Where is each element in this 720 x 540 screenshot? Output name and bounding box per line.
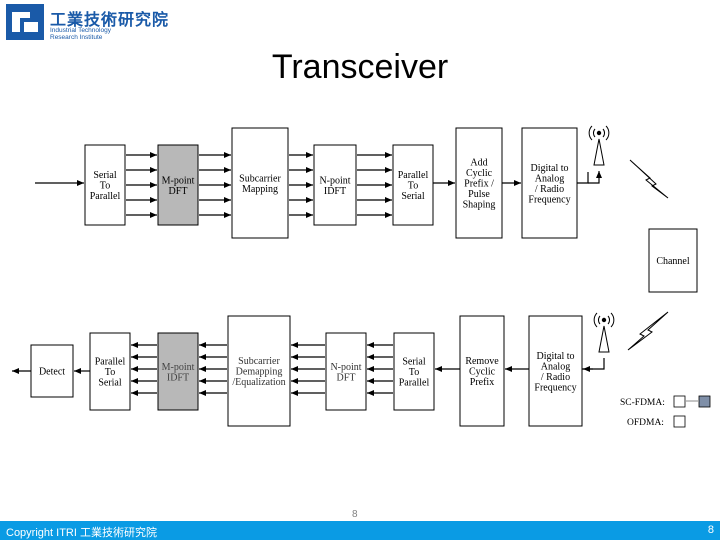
tx-lightning-icon <box>629 159 669 199</box>
rx-antenna-icon <box>593 312 615 353</box>
block-label-line: DFT <box>169 186 188 197</box>
block-label-line: Frequency <box>534 382 576 393</box>
block-label-line: N-point <box>319 175 350 186</box>
page-number: 8 <box>352 509 358 520</box>
block-label-line: Channel <box>656 256 690 267</box>
block-label-line: Digital to <box>530 163 568 174</box>
logo-chinese-name: 工業技術研究院 <box>50 10 170 29</box>
block-label-line: Serial <box>93 170 117 181</box>
signal-line <box>582 358 605 370</box>
block-label-line: IDFT <box>324 186 346 197</box>
legend-layer: SC-FDMA: OFDMA: <box>620 395 711 428</box>
signal-line <box>577 172 589 184</box>
block-label-line: Parallel <box>398 170 429 181</box>
block-label-line: Serial <box>401 191 425 202</box>
antennas-layer <box>588 125 669 353</box>
block-label-line: Cyclic <box>466 168 493 179</box>
block-label-line: Detect <box>39 367 65 378</box>
block-label-line: DFT <box>337 372 356 383</box>
footer-bar: Copyright ITRI 工業技術研究院 8 <box>0 521 720 540</box>
block-label-line: Parallel <box>95 357 126 368</box>
slide-title: Transceiver <box>271 48 449 86</box>
block-label-line: Serial <box>402 357 426 368</box>
legend-empty-box <box>673 415 686 428</box>
block-label-line: M-point <box>162 175 195 186</box>
block-label-line: Remove <box>465 356 499 367</box>
block-label-line: Shaping <box>463 200 496 211</box>
logo-english-line1: Industrial Technology <box>50 27 111 34</box>
block-label-line: Subcarrier <box>239 173 281 184</box>
block-label-line: To <box>100 181 110 192</box>
itri-logo-icon <box>6 4 44 40</box>
block-channel: Channel <box>648 228 698 293</box>
tx-antenna-icon <box>588 125 610 166</box>
legend-ofdma-label: OFDMA: <box>627 418 664 428</box>
block-rx-detect: Detect <box>30 344 74 398</box>
legend-filled-box <box>698 395 711 408</box>
block-label-line: Parallel <box>399 378 430 389</box>
legend-empty-box <box>673 395 686 408</box>
block-label-line: Pulse <box>468 189 490 200</box>
block-label-line: To <box>105 367 115 378</box>
block-label-line: Demapping <box>236 367 283 378</box>
block-label-line: / Radio <box>535 184 564 195</box>
block-label-line: N-point <box>330 362 361 373</box>
logo-english-line2: Research Institute <box>50 34 103 41</box>
block-label-line: Analog <box>535 173 564 184</box>
arrows-layer <box>12 152 605 396</box>
block-label-line: Digital to <box>536 351 574 362</box>
legend-scfdma-label: SC-FDMA: <box>620 398 665 408</box>
antenna-feed-arrow <box>588 171 602 184</box>
block-label-line: Subcarrier <box>238 356 280 367</box>
itri-logo: 工業技術研究院 Industrial Technology Research I… <box>6 4 206 41</box>
block-label-line: IDFT <box>167 372 189 383</box>
block-label-line: M-point <box>162 362 195 373</box>
block-label-line: Prefix / <box>464 179 494 190</box>
rx-lightning-icon <box>627 311 669 351</box>
block-label-line: / Radio <box>541 372 570 383</box>
block-label-line: Cyclic <box>469 367 496 378</box>
block-label-line: Prefix <box>470 377 494 388</box>
footer-page-number: 8 <box>707 524 714 536</box>
block-label-line: Add <box>470 158 487 169</box>
footer-copyright: Copyright ITRI 工業技術研究院 <box>6 527 157 539</box>
block-label-line: Mapping <box>242 184 278 195</box>
block-label-line: Frequency <box>528 194 570 205</box>
block-label-line: To <box>409 367 419 378</box>
block-label-line: Parallel <box>90 191 121 202</box>
block-label-line: To <box>408 181 418 192</box>
block-label-line: /Equalization <box>232 377 285 388</box>
block-label-line: Analog <box>541 361 570 372</box>
block-label-line: Serial <box>98 378 122 389</box>
blocks-layer: SerialToParallelM-pointDFTSubcarrierMapp… <box>30 127 698 427</box>
